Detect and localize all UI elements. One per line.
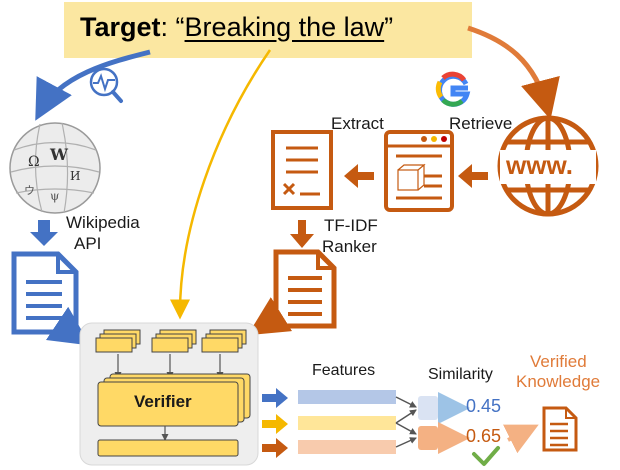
- target-banner: [64, 2, 472, 58]
- retrieve-label: Retrieve: [449, 114, 513, 133]
- feature-arrow-orange: [262, 438, 288, 458]
- feature-bar-orange: [298, 440, 396, 454]
- feature-arrow-yellow: [262, 414, 288, 434]
- verifier-label: Verifier: [134, 392, 192, 411]
- wikipedia-to-document-arrow: [30, 220, 58, 246]
- document-to-ranker-arrow: [290, 220, 314, 248]
- target-quote-open: “: [175, 12, 185, 42]
- wikipedia-label: Wikipedia: [66, 213, 140, 232]
- verified-label-line2: Knowledge: [516, 372, 601, 391]
- target-to-web-arrow: [467, 25, 560, 120]
- similarity-score-low: 0.45: [466, 396, 502, 416]
- check-mark-icon: [472, 446, 500, 466]
- target-to-verifier-arrow: [170, 49, 272, 320]
- input-stack-3: [201, 329, 247, 353]
- target-to-wikipedia-arrow: [35, 49, 151, 121]
- feature-arrow-blue: [262, 388, 288, 408]
- similarity-score-high: 0.65: [466, 426, 502, 446]
- browser-window-icon: [384, 130, 454, 212]
- svg-text:W: W: [49, 145, 69, 164]
- similarity-node-blue: [418, 396, 438, 420]
- www-text: www.: [506, 150, 573, 180]
- feature-bar-blue: [298, 390, 396, 404]
- wikipedia-api-label: API: [74, 234, 102, 253]
- www-to-browser-arrow: [458, 164, 488, 188]
- input-stack-1: [95, 329, 141, 353]
- input-stack-2: [151, 329, 197, 353]
- svg-text:ウ: ウ: [24, 184, 35, 197]
- tfidf-label: TF-IDF: [324, 216, 378, 235]
- target-quote-close: ”: [384, 12, 394, 42]
- ranker-to-verifier-arrow: [247, 297, 293, 336]
- verifier-output-bar: [97, 439, 239, 457]
- target-label: Target: [80, 12, 161, 42]
- score-to-verified-arrow: [502, 424, 539, 454]
- feature-bar-yellow: [298, 416, 396, 430]
- wikipedia-to-verifier-arrow: [45, 306, 91, 346]
- www-globe-icon: [497, 115, 599, 217]
- ranker-label: Ranker: [322, 237, 377, 256]
- browser-to-document-arrow: [344, 164, 374, 188]
- extract-label: Extract: [331, 114, 384, 133]
- similarity-label: Similarity: [428, 366, 493, 383]
- target-separator: :: [160, 12, 169, 42]
- target-query: Target: “Breaking the law”: [80, 12, 393, 43]
- verified-label-line1: Verified: [530, 352, 587, 371]
- verifier-block: [97, 373, 251, 427]
- svg-text:ψ: ψ: [50, 189, 59, 203]
- svg-text:И: И: [70, 169, 80, 183]
- similarity-node-orange: [418, 426, 438, 450]
- api-search-icon: [89, 67, 123, 103]
- verified-document-icon: [542, 406, 578, 452]
- wikipedia-document-icon: [11, 251, 79, 335]
- target-phrase: Breaking the law: [184, 12, 385, 42]
- google-logo: [435, 71, 471, 107]
- extracted-document-icon: [271, 130, 333, 210]
- svg-text:Ω: Ω: [28, 154, 40, 170]
- features-label: Features: [312, 362, 376, 379]
- wikipedia-globe-icon: Ω W И ウ ψ: [9, 122, 101, 214]
- ranked-document-icon: [273, 249, 337, 329]
